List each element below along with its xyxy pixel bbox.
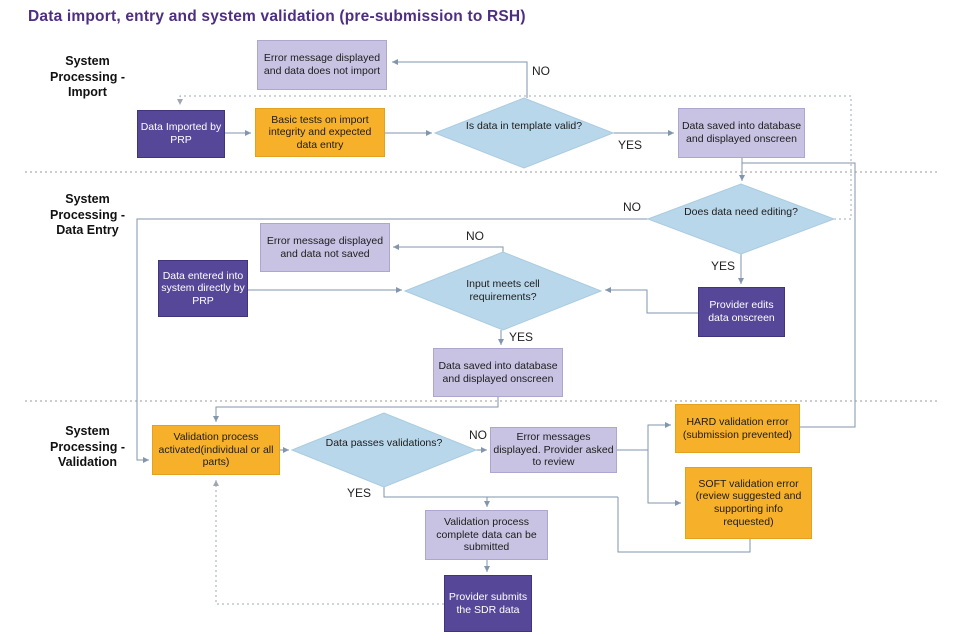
edge-provider-edits-to-input-meets xyxy=(605,287,698,314)
edge-submits-revalidate-dotted xyxy=(213,480,444,605)
edge-saved-entry-to-validation xyxy=(213,397,499,422)
node-error-message-no-import: Error message displayed and data does no… xyxy=(257,40,387,90)
edge-error-split-soft xyxy=(647,450,681,506)
node-soft-validation-error: SOFT validation error (review suggested … xyxy=(685,467,812,539)
node-error-message-not-saved: Error message displayed and data not sav… xyxy=(260,223,390,272)
node-data-saved-import: Data saved into database and displayed o… xyxy=(678,108,805,158)
lane-label-line: Import xyxy=(68,85,107,100)
diamond-input-meets-shape xyxy=(403,251,603,331)
node-data-saved-entry: Data saved into database and displayed o… xyxy=(433,348,563,397)
label-yes-data-passes: YES xyxy=(347,486,372,500)
label-no-data-passes: NO xyxy=(469,428,487,442)
diamond-template-valid-text: Is data in template valid? xyxy=(465,120,583,132)
lane-label-line: Processing - xyxy=(49,207,126,222)
node-validation-complete: Validation process complete data can be … xyxy=(425,510,548,560)
diamond-input-meets-text: Input meets cell requirements? xyxy=(466,278,540,303)
lane-label-line: Processing - xyxy=(49,69,126,84)
lane-label-line: System xyxy=(65,54,110,68)
diamond-needs-editing-text: Does data need editing? xyxy=(684,206,798,218)
node-provider-edits: Provider edits data onscreen xyxy=(698,287,785,337)
label-yes-template-valid: YES xyxy=(618,138,643,152)
lane-label-validation: System Processing - Validation xyxy=(30,424,145,471)
lane-label-line: Validation xyxy=(57,455,118,470)
lane-label-line: Data Entry xyxy=(56,223,119,238)
edge-template-valid-no xyxy=(392,59,528,98)
lane-label-data-entry: System Processing - Data Entry xyxy=(30,192,145,239)
diamond-data-passes-shape xyxy=(290,412,478,488)
diamond-data-passes-text: Data passes validations? xyxy=(325,437,443,449)
node-provider-submits: Provider submits the SDR data xyxy=(444,575,532,632)
edge-needs-editing-reimport-dotted xyxy=(177,95,852,220)
edge-hard-error-return xyxy=(742,162,856,428)
node-basic-tests: Basic tests on import integrity and expe… xyxy=(255,108,385,157)
label-no-template-valid: NO xyxy=(532,64,550,78)
node-validation-activated: Validation process activated(individual … xyxy=(152,425,280,475)
edge-data-passes-yes xyxy=(383,487,618,498)
label-yes-needs-editing: YES xyxy=(711,259,736,273)
node-data-imported-by-prp: Data Imported by PRP xyxy=(137,110,225,158)
lane-label-import: System Processing - Import xyxy=(30,54,145,101)
label-no-input-meets: NO xyxy=(466,229,484,243)
lane-label-line: System xyxy=(65,192,110,206)
edge-input-meets-no xyxy=(393,244,504,252)
lane-label-line: Processing - xyxy=(49,439,126,454)
edge-needs-editing-no-loop xyxy=(136,218,648,463)
lane-label-line: System xyxy=(65,424,110,438)
edge-error-split-hard xyxy=(617,422,671,451)
label-no-needs-editing: NO xyxy=(623,200,641,214)
diamond-needs-editing-shape xyxy=(646,183,836,255)
diamond-template-valid-shape xyxy=(433,97,615,169)
label-yes-input-meets: YES xyxy=(509,330,534,344)
edge-soft-return xyxy=(617,497,751,553)
node-error-messages-review: Error messages displayed. Provider asked… xyxy=(490,427,617,473)
page-title: Data import, entry and system validation… xyxy=(28,8,526,25)
node-data-entered-by-prp: Data entered into system directly by PRP xyxy=(158,260,248,317)
node-hard-validation-error: HARD validation error (submission preven… xyxy=(675,404,800,453)
